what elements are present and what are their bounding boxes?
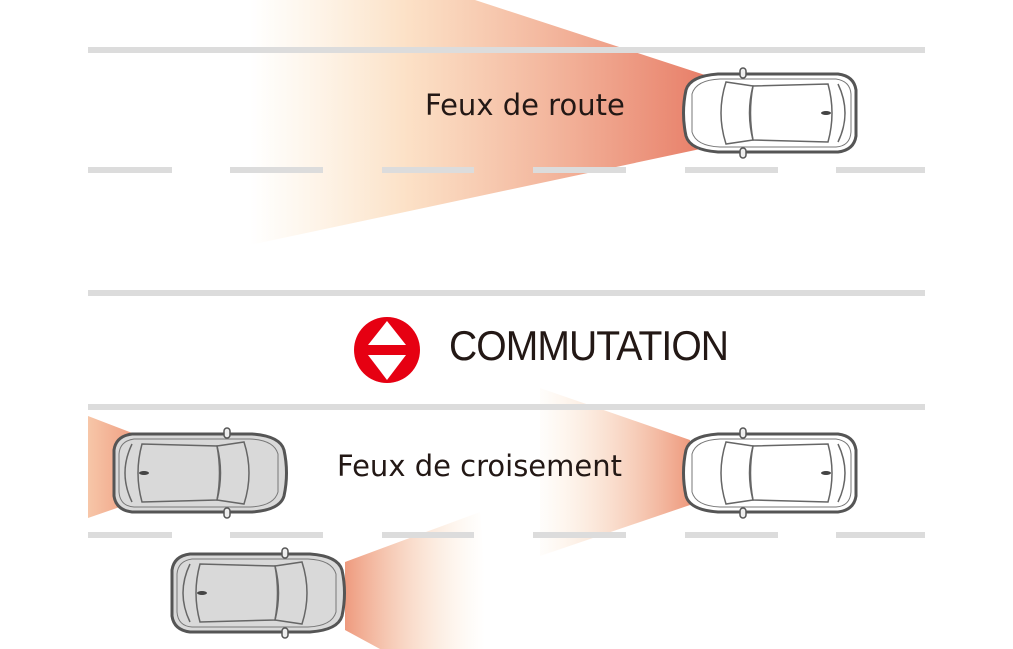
lane-markings <box>88 47 925 538</box>
high-beam-label: Feux de route <box>425 88 625 122</box>
oncoming-car-2 <box>170 546 346 640</box>
switch-label: COMMUTATION <box>449 322 729 369</box>
dashed-line-top <box>88 167 925 173</box>
own-car-high-beam <box>682 66 858 160</box>
low-beam-label: Feux de croisement <box>337 449 622 483</box>
high-beam-cone <box>250 0 705 245</box>
dashed-line-bottom <box>88 532 925 538</box>
low-beam-cone-own <box>540 388 690 556</box>
oncoming-car-1 <box>112 426 288 520</box>
own-car-low-beam <box>682 426 858 520</box>
low-beam-cone-oncoming-2 <box>345 512 490 649</box>
up-down-arrows-icon <box>354 317 420 383</box>
